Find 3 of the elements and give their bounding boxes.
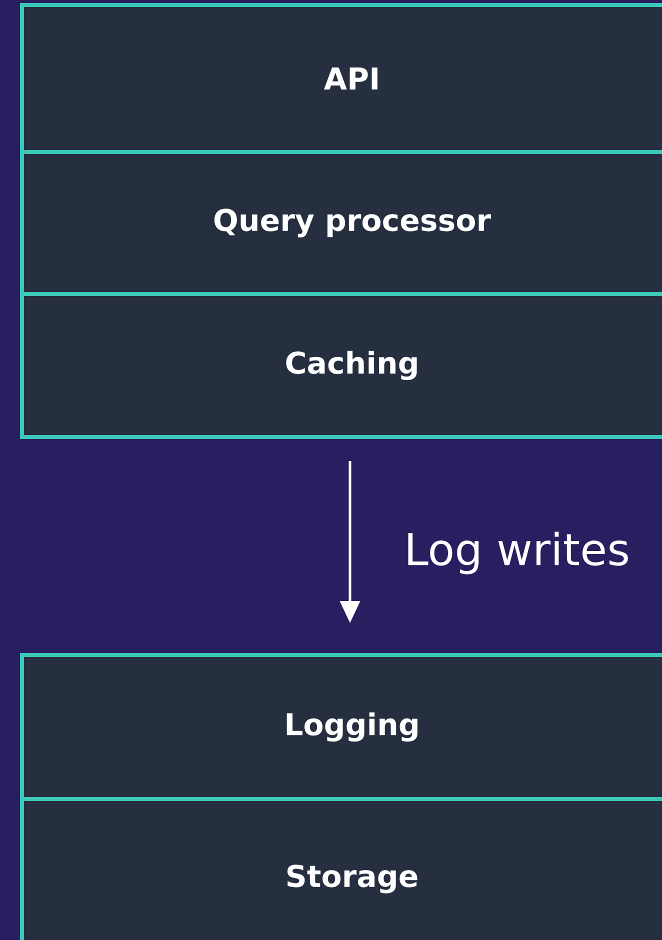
layer-box: Caching xyxy=(20,292,662,439)
layer-box: Storage xyxy=(20,797,662,940)
edge-label: Log writes xyxy=(402,530,632,576)
